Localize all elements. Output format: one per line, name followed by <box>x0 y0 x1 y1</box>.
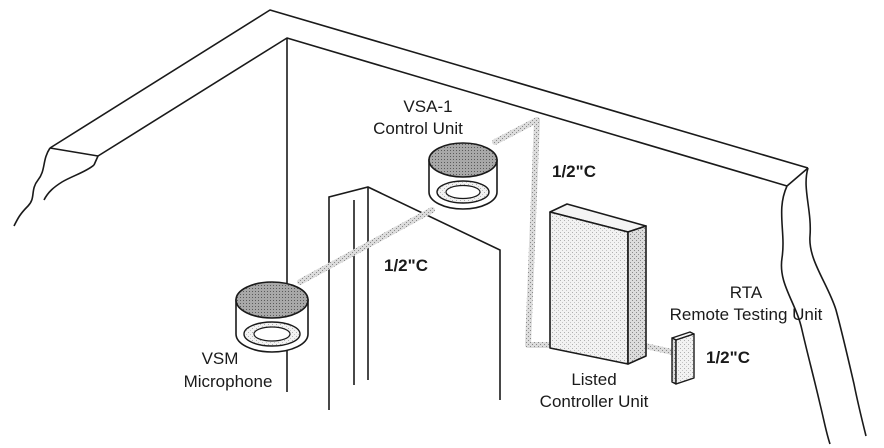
controller-front <box>549 211 629 365</box>
right-bevel <box>786 167 809 187</box>
labels: VSA-1 Control Unit 1/2"C 1/2"C 1/2"C RTA… <box>184 97 823 411</box>
vsa-control-unit <box>428 142 498 210</box>
vsm-label-line2: Microphone <box>184 372 273 391</box>
room-outline <box>13 9 867 445</box>
right-ceiling-break <box>805 167 867 437</box>
conduit-right-label: 1/2"C <box>706 348 750 367</box>
vsa-label-line2: Control Unit <box>373 119 463 138</box>
left-ceiling-break <box>43 164 95 201</box>
conduit-vsm-to-vsa <box>297 207 435 285</box>
conduit-mid-label: 1/2"C <box>384 256 428 275</box>
listed-label-line1: Listed <box>571 370 616 389</box>
controller-side <box>627 225 647 365</box>
rta-label-line1: RTA <box>730 283 763 302</box>
rta-label-line2: Remote Testing Unit <box>670 305 823 324</box>
conduit-vsa-to-ceiling <box>492 117 540 145</box>
vsm-label-line1: VSM <box>202 349 239 368</box>
rta-remote-testing-unit <box>671 331 695 385</box>
right-wall-break <box>780 185 831 445</box>
vsm-microphone <box>235 281 309 353</box>
conduit-top-label: 1/2"C <box>552 162 596 181</box>
vsa-label-line1: VSA-1 <box>403 97 452 116</box>
listed-label-line2: Controller Unit <box>540 392 649 411</box>
left-wall-break <box>13 147 51 227</box>
left-bevel-top <box>49 147 99 157</box>
conduit-runs <box>297 117 675 355</box>
ceiling-top-edge <box>49 9 809 169</box>
listed-controller-unit <box>549 203 647 365</box>
conduit-ceiling-down <box>525 117 555 348</box>
left-bevel-bottom <box>93 155 99 166</box>
